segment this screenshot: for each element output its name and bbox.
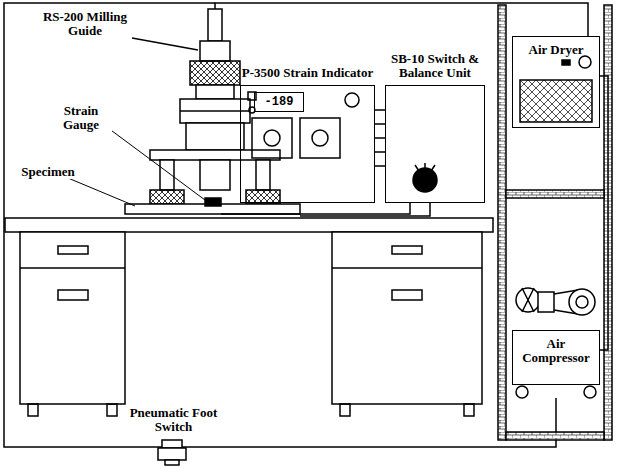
wire-connector: [375, 110, 385, 166]
digital-display: -189: [254, 92, 304, 112]
air-compressor: Air Compressor: [512, 330, 600, 385]
device-text: Air Compressor: [513, 337, 599, 365]
part-label: Strain Gauge: [50, 104, 112, 132]
strain-indicator: P-3500 Strain Indicator-189: [240, 85, 375, 203]
device-text: Air Dryer: [513, 43, 599, 57]
part-label: RS-200 Milling Guide: [38, 10, 132, 38]
air-dryer: Air Dryer: [512, 36, 600, 128]
device-heading: SB-10 Switch & Balance Unit: [386, 52, 484, 80]
part-label: Pneumatic Foot Switch: [125, 406, 222, 434]
switch-balance-unit: SB-10 Switch & Balance Unit: [385, 85, 485, 203]
device-text: -189: [255, 95, 303, 109]
device-heading: P-3500 Strain Indicator: [241, 66, 374, 80]
part-label: Specimen: [12, 165, 84, 179]
wire-connector: [600, 76, 608, 350]
